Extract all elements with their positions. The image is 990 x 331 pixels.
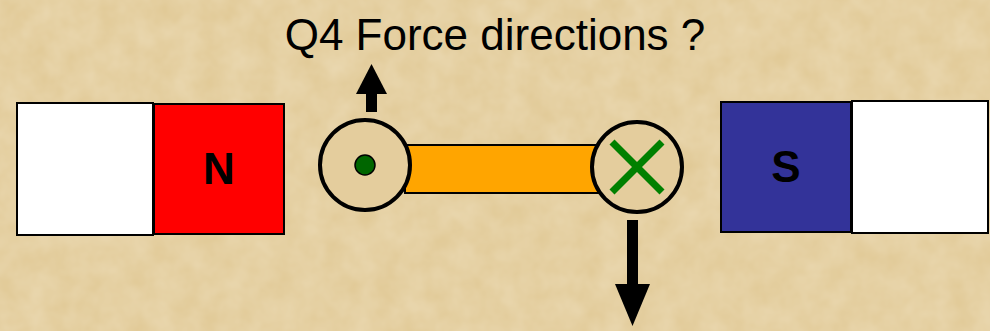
current-dot xyxy=(355,155,375,175)
current-cross xyxy=(612,142,662,192)
force-arrow-shaft xyxy=(627,220,638,286)
magnet-body xyxy=(852,101,988,233)
slide-title: Q4 Force directions ? xyxy=(0,13,990,57)
pole-label: S xyxy=(771,145,800,189)
conductor-in xyxy=(592,122,682,212)
current-cross xyxy=(612,142,662,192)
pole-label: N xyxy=(203,147,235,191)
magnet-pole: N xyxy=(153,103,285,235)
force-arrow-head xyxy=(356,64,387,94)
force-arrow-head xyxy=(615,284,650,326)
force-arrow-shaft xyxy=(366,92,377,112)
conductor-out xyxy=(320,120,410,210)
magnet-body xyxy=(17,103,153,235)
magnet-pole: S xyxy=(720,101,852,233)
coil-bar xyxy=(405,145,600,193)
